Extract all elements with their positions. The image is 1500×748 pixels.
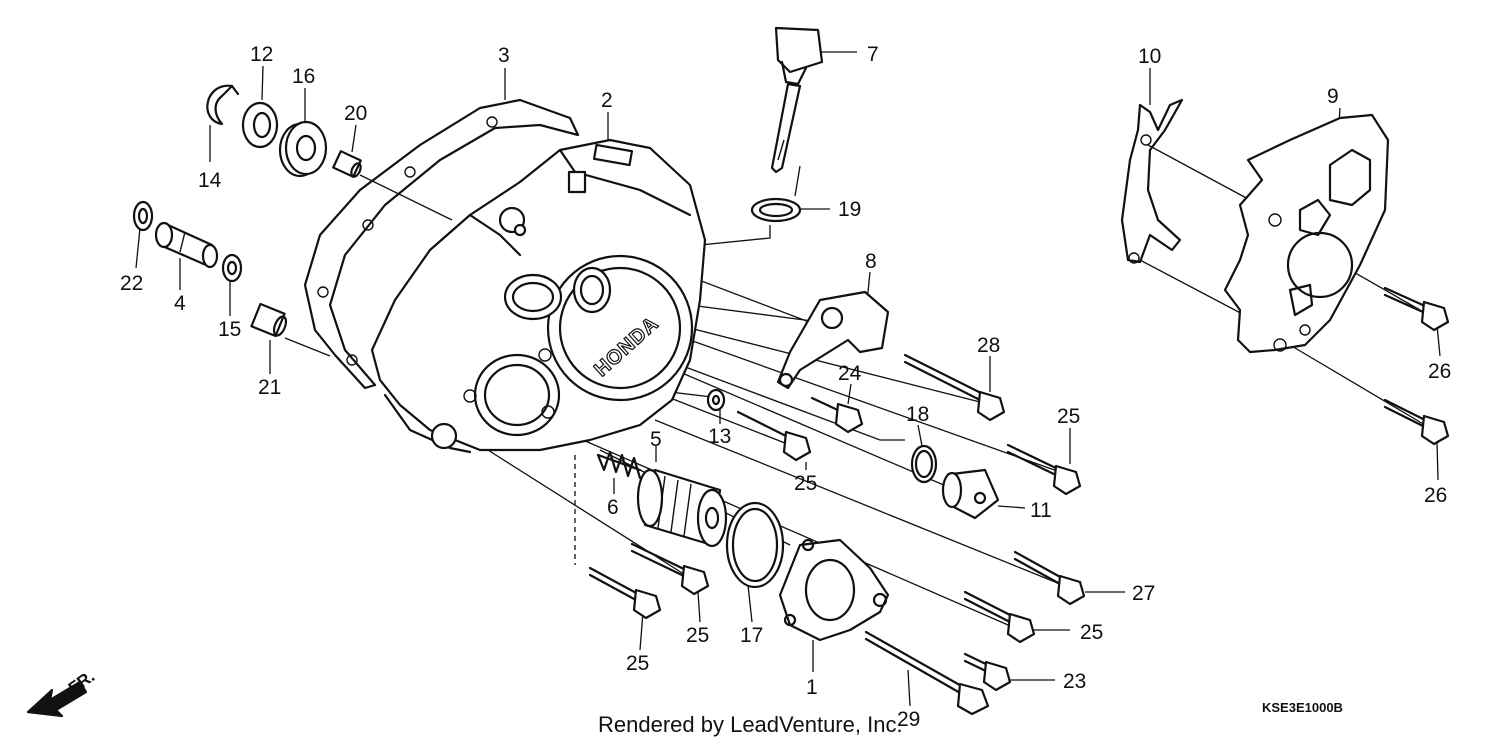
- bolt-27: [1013, 550, 1086, 606]
- callout-7: 7: [867, 43, 879, 66]
- callout-25-b: 25: [1057, 405, 1080, 428]
- callout-29: 29: [897, 708, 920, 731]
- bolt-28: [903, 353, 1006, 422]
- dipstick-7: [770, 26, 824, 174]
- callout-23: 23: [1063, 670, 1086, 693]
- bolt-25-b: [1006, 443, 1082, 496]
- callout-lines: [135, 51, 1441, 707]
- callout-2: 2: [601, 89, 613, 112]
- circlip-22: [132, 200, 154, 232]
- circlip-14: [206, 84, 240, 126]
- callout-17: 17: [740, 624, 763, 647]
- callout-16: 16: [292, 65, 315, 88]
- bolt-29: [864, 630, 990, 716]
- o-ring-18: [910, 444, 938, 484]
- sprocket-cover-9: [1223, 113, 1390, 354]
- bolt-26-b: [1383, 398, 1450, 446]
- callout-18: 18: [906, 403, 929, 426]
- callout-11: 11: [1030, 499, 1052, 522]
- crankcase-cover: HONDA: [303, 98, 707, 454]
- washer-15: [221, 253, 243, 283]
- spring-6: [596, 450, 642, 480]
- bolt-25-e: [588, 566, 662, 620]
- callout-25-d: 25: [686, 624, 709, 647]
- callout-22: 22: [120, 272, 143, 295]
- plug-11: [941, 468, 1000, 520]
- callout-28: 28: [977, 334, 1000, 357]
- front-direction-arrow: FR.: [26, 667, 98, 718]
- callout-12: 12: [250, 43, 273, 66]
- callout-13: 13: [708, 425, 731, 448]
- washer-12: [241, 101, 279, 149]
- dowel-pin-20: [332, 150, 362, 178]
- callout-21: 21: [258, 376, 281, 399]
- filter-cover-1: [778, 538, 890, 642]
- callout-27: 27: [1132, 582, 1155, 605]
- o-ring-17: [725, 501, 785, 589]
- bolt-25-a: [736, 410, 812, 462]
- diagram-code: KSE3E1000B: [1262, 700, 1343, 715]
- callout-19: 19: [838, 198, 861, 221]
- callout-26-b: 26: [1424, 484, 1447, 507]
- callout-9: 9: [1327, 85, 1339, 108]
- shaft-4: [154, 221, 219, 269]
- callout-10: 10: [1138, 45, 1161, 68]
- callout-8: 8: [865, 250, 877, 273]
- callout-25-a: 25: [794, 472, 817, 495]
- oil-filter-5: [636, 468, 728, 548]
- bolt-23: [963, 652, 1012, 692]
- dowel-pin-21: [250, 302, 288, 338]
- callout-3: 3: [498, 44, 510, 67]
- bearing-16: [278, 120, 328, 178]
- callout-6: 6: [607, 496, 619, 519]
- callout-15: 15: [218, 318, 241, 341]
- callout-25-e: 25: [626, 652, 649, 675]
- callout-24: 24: [838, 362, 862, 385]
- o-ring-19: [750, 197, 802, 223]
- bolt-24: [810, 396, 864, 434]
- bolt-26-a: [1383, 286, 1450, 332]
- callout-1: 1: [806, 676, 818, 699]
- cover-gasket: [303, 98, 580, 390]
- bracket-8: [776, 290, 890, 390]
- callout-4: 4: [174, 292, 186, 315]
- callout-numbers: 1 2 3 4 5 6 7 8 9 10 11 12 13 14 15 16 1…: [120, 43, 1451, 731]
- bolt-25-d: [630, 542, 710, 596]
- callout-14: 14: [198, 169, 222, 192]
- sprocket-gasket-10: [1120, 98, 1184, 264]
- callout-26-a: 26: [1428, 360, 1451, 383]
- callout-25-c: 25: [1080, 621, 1103, 644]
- bolt-25-c: [963, 590, 1036, 644]
- callout-5: 5: [650, 428, 662, 451]
- render-credit: Rendered by LeadVenture, Inc.: [598, 712, 903, 737]
- callout-20: 20: [344, 102, 367, 125]
- washer-13: [706, 388, 726, 412]
